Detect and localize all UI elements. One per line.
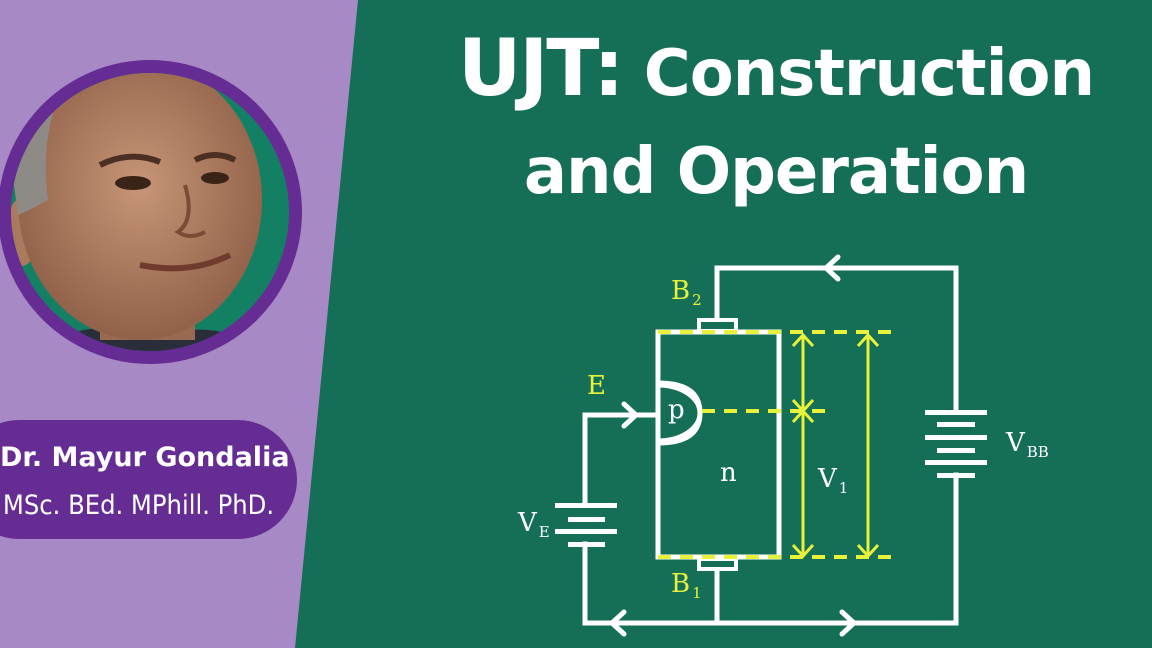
arrow-up-icon (791, 408, 815, 424)
presenter-name: Dr. Mayur Gondalia (0, 442, 290, 473)
b2-contact (697, 318, 738, 333)
arrow-right-emitter-icon (621, 401, 640, 429)
bottom-wire-right (582, 472, 959, 626)
presenter-name-badge: Dr. Mayur Gondalia MSc. BEd. MPhill. PhD… (0, 420, 297, 539)
title-line-1: UJT: Construction (400, 30, 1152, 108)
vbb-battery-icon (925, 410, 987, 478)
title-prefix: UJT: (457, 24, 624, 114)
ujt-n-bar (655, 329, 782, 560)
arrow-up-icon (856, 332, 880, 348)
title-line-1-rest: Construction (622, 37, 1095, 111)
label-n-region: n (720, 458, 737, 488)
arrow-right-bottom-icon (839, 609, 858, 637)
ve-battery-icon (555, 503, 617, 547)
emitter-wire (582, 412, 660, 508)
p-junction (655, 380, 703, 446)
top-wire (714, 265, 959, 415)
label-emitter: E (587, 371, 606, 401)
arrow-left-top-icon (822, 254, 841, 282)
b1-contact (697, 557, 738, 571)
title-line-2: and Operation (523, 135, 1029, 209)
label-p-region: p (668, 395, 685, 425)
arrow-left-bottom-icon (608, 609, 627, 637)
arrow-down-icon (791, 543, 815, 559)
presenter-qualifications: MSc. BEd. MPhill. PhD. (2, 490, 275, 521)
arrow-up-icon (791, 332, 815, 348)
arrow-down-icon (856, 543, 880, 559)
